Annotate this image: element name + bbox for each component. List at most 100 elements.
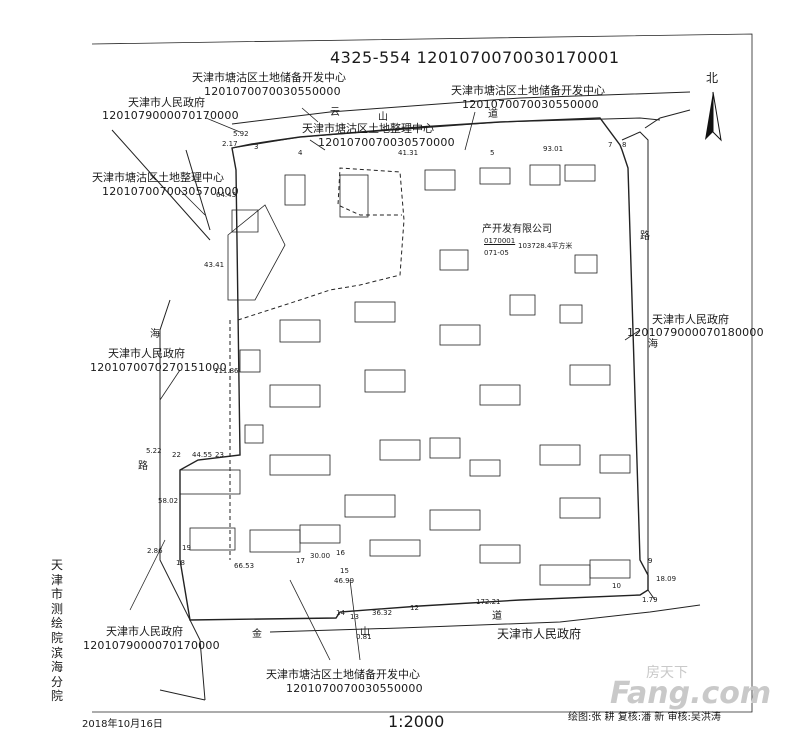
road-left-char-2: 路: [138, 461, 148, 472]
road-top-char-2: 山: [378, 112, 388, 123]
surveyor-vertical-char: 院: [50, 689, 63, 704]
dim-label: 30.00: [310, 552, 331, 560]
dim-label: 14: [336, 609, 345, 617]
dim-label: 12: [410, 604, 419, 612]
neighbor-top-mid-code: 120107007003057000​0: [318, 136, 455, 149]
dim-label: 111.86: [214, 367, 239, 375]
dim-label: 18: [176, 559, 185, 567]
dim-label: 0.81: [356, 633, 372, 641]
surveyor-vertical-char: 分: [50, 674, 63, 689]
buildings: [179, 164, 631, 586]
dim-label: 23: [215, 451, 224, 459]
road-bottom-char-3: 道: [492, 611, 502, 622]
dim-label: 43.41: [204, 261, 225, 269]
right-road-edge-2: [621, 131, 656, 601]
left-road-edge-outer: [111, 129, 211, 241]
dim-label: 36.32: [372, 609, 393, 617]
scale-label: 1:2000: [388, 712, 445, 731]
parcel-owner: 产开发有限公司: [482, 224, 552, 235]
north-label: 北: [706, 71, 719, 85]
dim-label: 46.99: [334, 577, 355, 585]
neighbor-right-mid-code: 120107900007018000​0: [627, 326, 764, 339]
dim-label: 172.21: [476, 598, 501, 606]
dim-label: 2.17: [222, 140, 238, 148]
dim-label: 41.31: [398, 149, 419, 157]
neighbor-bottom-left-name: 天津市人民政府: [106, 625, 183, 638]
dim-label: 66.53: [234, 562, 255, 570]
neighbor-bottom-left-code: 120107900007017000​0: [83, 639, 220, 652]
surveyor-vertical-text: 天津市测绘院滨海分院: [48, 558, 66, 704]
dim-label: 93.01: [543, 145, 564, 153]
right-road-edge: [644, 109, 691, 129]
neighbor-top-center-code: 120107007003055000​0: [204, 85, 341, 98]
dim-label: 19: [182, 544, 191, 552]
dim-label: 7: [608, 141, 613, 149]
dim-label: 5.92: [233, 130, 249, 138]
dim-label: 17: [296, 557, 305, 565]
dim-label: 2.86: [147, 547, 163, 555]
sheet-frame: [91, 33, 753, 713]
road-top-char-3: 道: [488, 109, 498, 120]
dim-label: 9: [648, 557, 653, 565]
neighbor-top-left-name: 天津市人民政府: [128, 96, 205, 109]
bottom-road-edge: [269, 604, 701, 633]
surveyor-vertical-char: 绘: [50, 616, 63, 631]
dim-label: 13: [350, 613, 359, 621]
bottom-road-edge-2: [159, 689, 206, 701]
top-road-north-edge: [231, 91, 691, 125]
dim-label: 1.79: [642, 596, 658, 604]
neighbor-top-center-name: 天津市塘沽区土地储备开发中心: [192, 71, 346, 84]
surveyor-vertical-char: 津: [50, 572, 63, 587]
neighbor-left-upper-code: 120107007003057000​0: [102, 185, 239, 198]
neighbor-right-mid-name: 天津市人民政府: [652, 313, 729, 326]
watermark-domain: Fang.com: [610, 676, 772, 711]
drawing-title: 4325-554 120107007003017000​1: [330, 48, 620, 67]
surveyor-vertical-char: 天: [50, 558, 63, 572]
parcel-code: 0170001: [484, 237, 516, 245]
road-right-char-2: 路: [640, 231, 650, 242]
parcel-sub-code: 071-05: [484, 249, 509, 257]
surveyor-vertical-char: 院: [50, 630, 63, 645]
credits: 绘图:张 耕 复核:潘 新 审核:吴洪涛: [568, 712, 721, 723]
dim-label: 44.55: [192, 451, 213, 459]
road-bottom-char-1: 金: [252, 629, 262, 640]
survey-date: 2018年10月16日: [82, 719, 163, 730]
leader-lines: [129, 107, 641, 661]
internal-dashed-line: [237, 167, 405, 321]
parcel-area: 103728.4平方米: [518, 242, 573, 250]
dim-label: 16: [336, 549, 345, 557]
neighbor-top-right-code: 120107007003055000​0: [462, 98, 599, 111]
neighbor-top-mid-name: 天津市塘沽区土地整理中心: [302, 122, 434, 135]
watermark-brand: 房天下: [646, 665, 688, 681]
neighbor-bottom-center-name: 天津市塘沽区土地储备开发中心: [266, 668, 420, 681]
left-road-edge-2: [185, 149, 211, 231]
left-road-edge-inner: [159, 299, 206, 701]
neighbor-left-mid-code: 120107007027015100​0: [90, 361, 227, 374]
surveyor-vertical-char: 海: [50, 660, 63, 675]
neighbor-top-left-code: 120107900007017000​0: [102, 109, 239, 122]
neighbor-bottom-center-code: 120107007003055000​0: [286, 682, 423, 695]
surveyor-vertical-char: 测: [50, 601, 63, 616]
dim-label: 5.22: [146, 447, 162, 455]
dim-label: 58.02: [158, 497, 179, 505]
north-arrow-icon: [705, 91, 722, 142]
dim-label: 22: [172, 451, 181, 459]
dim-label: 4: [298, 149, 303, 157]
dim-label: 15: [340, 567, 349, 575]
road-bottom-char-2: 山: [360, 627, 370, 638]
neighbor-bottom-right-name: 天津市人民政府: [497, 627, 582, 641]
road-top-char-1: 云: [330, 107, 340, 118]
dim-label: 5: [490, 149, 495, 157]
dim-label: 3: [254, 143, 259, 151]
dim-label: 18.09: [656, 575, 677, 583]
dim-label: 8: [622, 141, 627, 149]
neighbor-top-right-name: 天津市塘沽区土地储备开发中心: [451, 84, 605, 97]
dim-label: 64.43: [216, 191, 237, 199]
road-left-char-1: 海: [150, 329, 160, 340]
neighbor-left-upper-name: 天津市塘沽区土地整理中心: [92, 171, 224, 184]
surveyor-vertical-char: 滨: [50, 645, 63, 660]
neighbor-left-mid-name: 天津市人民政府: [108, 347, 185, 360]
road-right-char-1: 海: [648, 339, 658, 350]
surveyor-vertical-char: 市: [50, 587, 63, 602]
